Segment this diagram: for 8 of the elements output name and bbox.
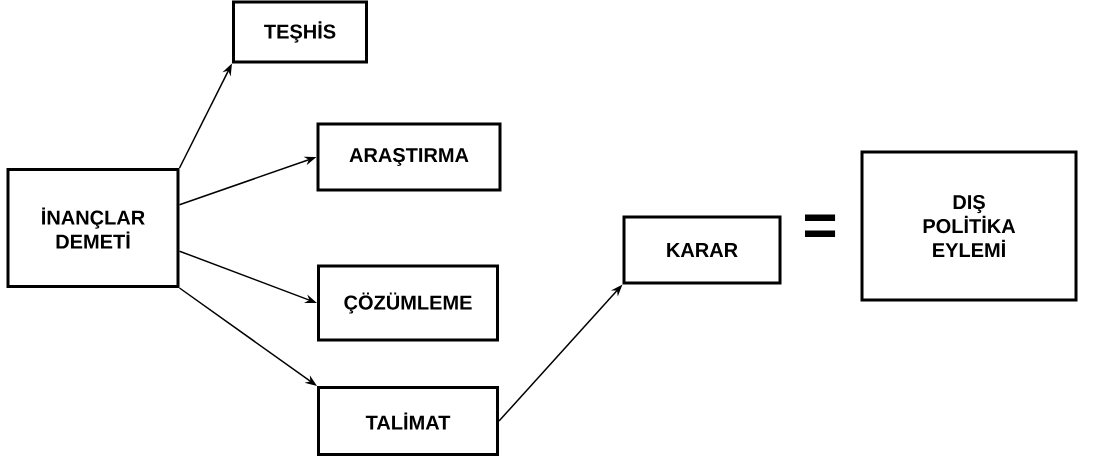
process-box: ÇÖZÜMLEME	[317, 264, 499, 342]
process-box: İNANÇLAR DEMETİ	[6, 168, 180, 288]
process-box: TEŞHİS	[232, 0, 368, 64]
process-box: TALİMAT	[317, 386, 499, 456]
process-box: KARAR	[622, 215, 782, 285]
process-box: ARAŞTIRMA	[316, 122, 502, 192]
equals-sign: =	[805, 214, 836, 238]
process-box: DIŞ POLİTİKA EYLEMİ	[860, 150, 1078, 302]
